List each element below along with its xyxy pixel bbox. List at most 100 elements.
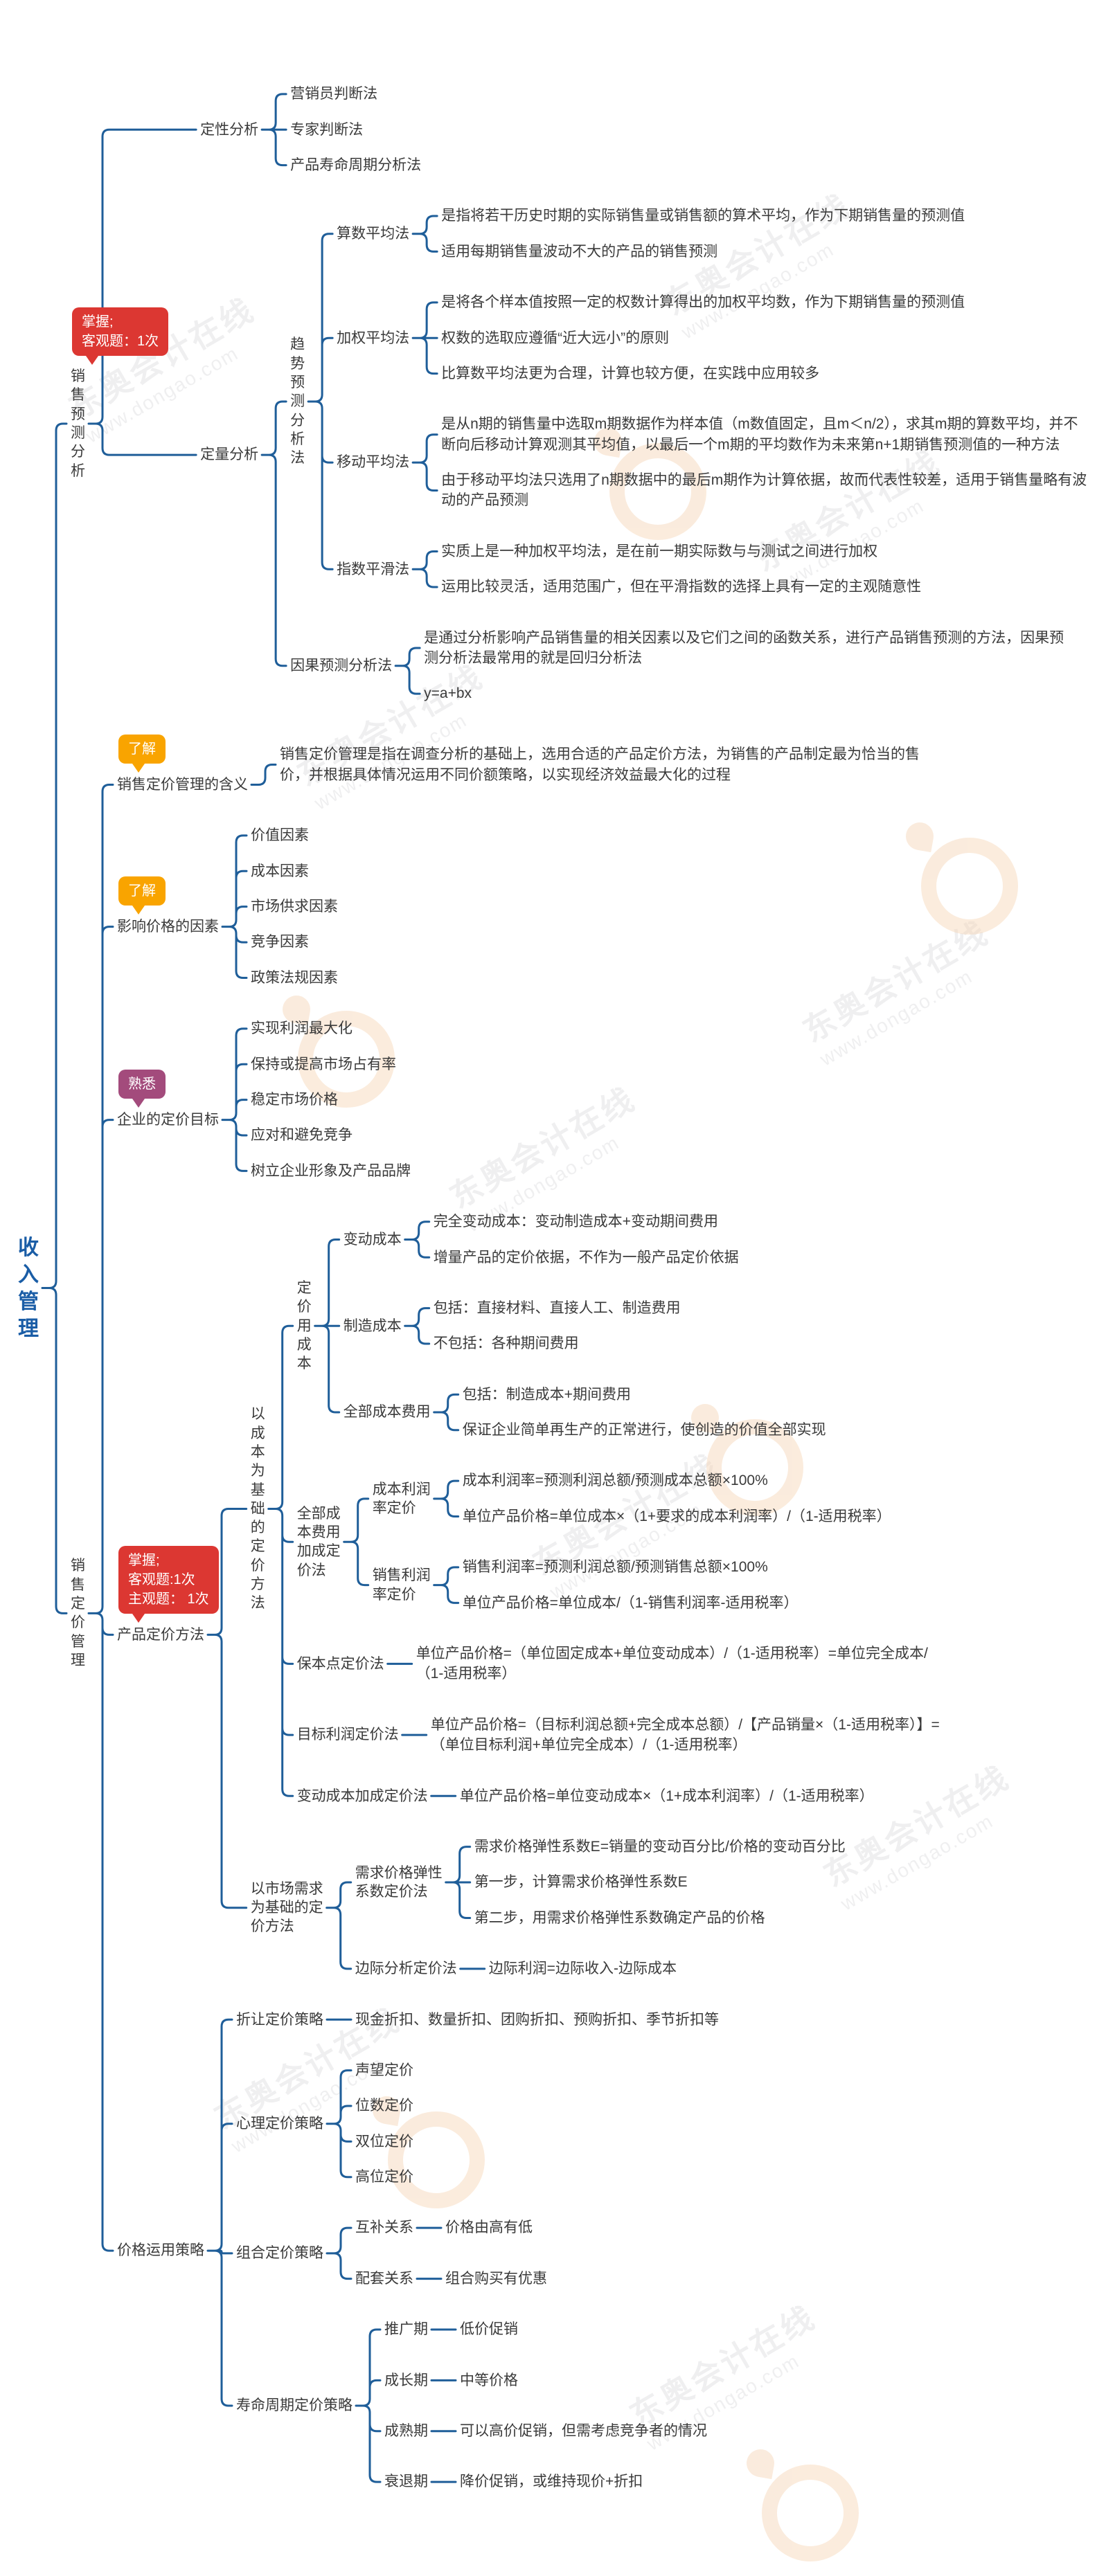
node-price-application-strategies[interactable]: 价格运用策略	[117, 2242, 204, 2259]
node-full-cost-plus-pricing[interactable]: 全部成 本费用 加成定 价法	[296, 1505, 341, 1578]
node-text[interactable]: 成本因素	[251, 863, 309, 879]
node-text[interactable]: 销售利润率=预测利润总额/预测销售总额×100%	[462, 1559, 768, 1576]
node-text[interactable]: 单位产品价格=（单位固定成本+单位变动成本）/（1-适用税率）=单位完全成本/（…	[416, 1646, 928, 1682]
node-arithmetic-average[interactable]: 算数平均法	[337, 226, 410, 242]
node-cost-based-pricing[interactable]: 以 成 本 为 基 础 的 定 价 方 法	[250, 1406, 265, 1612]
node-text[interactable]: 是从n期的销售量中选取m期数据作为样本值（m数值固定，且m＜n/2），求其m期的…	[441, 416, 1078, 453]
node-text[interactable]: 现金折扣、数量折扣、团购折扣、预购折扣、季节折扣等	[355, 2011, 719, 2028]
node-text[interactable]: 价值因素	[251, 827, 309, 844]
node-pricing-cost[interactable]: 定 价 用 成 本	[296, 1280, 312, 1372]
node-text[interactable]: 适用每期销售量波动不大的产品的销售预测	[441, 243, 718, 260]
node-text[interactable]: 增量产品的定价依据，不作为一般产品定价依据	[433, 1249, 739, 1266]
node-text[interactable]: 销售定价管理是指在调查分析的基础上，选用合适的产品定价方法，为销售的产品制定最为…	[280, 746, 920, 783]
node-complementary-relation[interactable]: 互补关系	[355, 2219, 413, 2236]
node-sales-profit-rate-pricing[interactable]: 销售利润 率定价	[372, 1567, 431, 1603]
node-product-pricing-methods[interactable]: 产品定价方法	[117, 1626, 204, 1643]
node-psychological-pricing-strategy[interactable]: 心理定价策略	[236, 2116, 323, 2132]
node-breakeven-pricing[interactable]: 保本点定价法	[296, 1655, 384, 1672]
node-text[interactable]: 保证企业简单再生产的正常进行，使创造的价值全部实现	[462, 1422, 826, 1439]
node-exponential-smoothing[interactable]: 指数平滑法	[337, 561, 410, 577]
node-marginal-analysis-pricing[interactable]: 边际分析定价法	[355, 1961, 457, 1977]
node-text[interactable]: 不包括：各种期间费用	[433, 1335, 579, 1352]
sales-forecast-analysis-priority-badge: 掌握; 客观题：1次	[72, 307, 169, 366]
node-text[interactable]: 实现利润最大化	[251, 1020, 353, 1037]
node-text[interactable]: 权数的选取应遵循“近大远小”的原则	[441, 330, 670, 346]
node-text[interactable]: 单位产品价格=单位成本×（1+要求的成本利润率）/（1-适用税率）	[462, 1508, 891, 1524]
node-text[interactable]: 由于移动平均法只选用了n期数据中的最后m期作为计算依据，故而代表性较差，适用于销…	[441, 472, 1087, 509]
node-decline-period[interactable]: 衰退期	[384, 2474, 428, 2490]
node-variable-cost[interactable]: 变动成本	[343, 1231, 402, 1248]
node-text[interactable]: 稳定市场价格	[251, 1091, 338, 1108]
node-text[interactable]: 高位定价	[355, 2169, 413, 2186]
badge-label: 熟悉	[128, 1076, 156, 1092]
node-bundle-relation[interactable]: 配套关系	[355, 2270, 413, 2287]
node-total-cost-expense[interactable]: 全部成本费用	[343, 1404, 431, 1421]
node-text[interactable]: 第一步，计算需求价格弹性系数E	[474, 1874, 688, 1891]
node-combination-pricing-strategy[interactable]: 组合定价策略	[236, 2245, 323, 2262]
node-text[interactable]: 声望定价	[355, 2062, 413, 2078]
pricing-management-meaning-priority-badge: 了解	[118, 734, 166, 773]
node-discount-pricing-strategy[interactable]: 折让定价策略	[236, 2011, 323, 2028]
node-qualitative-analysis[interactable]: 定性分析	[200, 121, 259, 138]
node-text[interactable]: 价格由高有低	[445, 2219, 533, 2236]
node-maturity-period[interactable]: 成熟期	[384, 2423, 428, 2440]
node-text[interactable]: 保持或提高市场占有率	[251, 1056, 396, 1072]
node-text[interactable]: 位数定价	[355, 2098, 413, 2114]
node-demand-based-pricing[interactable]: 以市场需求 为基础的定 价方法	[250, 1880, 323, 1935]
mindmap-tree: 收 入 管 理 掌握; 客观题：1次销 售 预 测 分 析 定性分析 营销员判断法专家…	[18, 84, 1092, 2492]
node-text[interactable]: 实质上是一种加权平均法，是在前一期实际数与与测试之间进行加权	[441, 543, 878, 559]
node-variable-cost-plus-pricing[interactable]: 变动成本加成定价法	[296, 1787, 428, 1804]
node-text[interactable]: 包括：直接材料、直接人工、制造费用	[433, 1299, 681, 1316]
pricing-objectives-priority-badge: 熟悉	[118, 1069, 166, 1108]
node-weighted-average[interactable]: 加权平均法	[337, 330, 410, 346]
node-text[interactable]: 是指将若干历史时期的实际销售量或销售额的算术平均，作为下期销售量的预测值	[441, 208, 965, 224]
node-text[interactable]: 成本利润率=预测利润总额/预测成本总额×100%	[462, 1472, 768, 1489]
node-text[interactable]: 应对和避免竞争	[251, 1127, 353, 1144]
node-text[interactable]: 降价促销，或维持现价+折扣	[460, 2474, 643, 2490]
node-text[interactable]: 第二步，用需求价格弹性系数确定产品的价格	[474, 1909, 765, 1926]
node-text[interactable]: 产品寿命周期分析法	[290, 156, 422, 173]
node-text[interactable]: 政策法规因素	[251, 969, 338, 986]
node-text[interactable]: 专家判断法	[290, 121, 364, 138]
node-sales-pricing-management[interactable]: 销 售 定 价 管 理	[71, 1558, 85, 1668]
node-text[interactable]: 包括：制造成本+期间费用	[462, 1386, 631, 1403]
node-text[interactable]: 需求价格弹性系数E=销量的变动百分比/价格的变动百分比	[474, 1838, 846, 1855]
node-text[interactable]: 边际利润=边际收入-边际成本	[488, 1961, 677, 1977]
node-text[interactable]: 中等价格	[460, 2372, 518, 2388]
node-target-profit-pricing[interactable]: 目标利润定价法	[296, 1727, 399, 1743]
node-promotion-period[interactable]: 推广期	[384, 2321, 428, 2338]
price-influencing-factors-priority-badge: 了解	[118, 876, 166, 915]
node-sales-forecast-analysis[interactable]: 销 售 预 测 分 析	[71, 368, 85, 479]
node-text[interactable]: 双位定价	[355, 2133, 413, 2150]
node-text[interactable]: y=a+bx	[424, 685, 472, 702]
node-manufacturing-cost[interactable]: 制造成本	[343, 1317, 402, 1334]
node-text[interactable]: 低价促销	[460, 2321, 518, 2338]
node-text[interactable]: 单位产品价格=（目标利润总额+完全成本总额）/【产品销量×（1-适用税率）】=（…	[430, 1716, 940, 1754]
node-text[interactable]: 树立企业形象及产品品牌	[251, 1162, 411, 1179]
node-trend-forecast-analysis[interactable]: 趋 势 预 测 分 析 法	[290, 336, 305, 467]
node-text[interactable]: 是通过分析影响产品销售量的相关因素以及它们之间的函数关系，进行产品销售预测的方法…	[424, 629, 1064, 667]
node-text[interactable]: 可以高价促销，但需考虑竞争者的情况	[460, 2423, 707, 2440]
badge-label: 了解	[128, 741, 156, 757]
node-text[interactable]: 比算数平均法更为合理，计算也较方便，在实践中应用较多	[441, 365, 820, 381]
node-text[interactable]: 组合购买有优惠	[445, 2270, 547, 2287]
node-lifecycle-pricing-strategy[interactable]: 寿命周期定价策略	[236, 2397, 353, 2414]
node-text[interactable]: 单位产品价格=单位变动成本×（1+成本利润率）/（1-适用税率）	[459, 1787, 874, 1804]
node-price-elasticity-pricing[interactable]: 需求价格弹性 系数定价法	[355, 1864, 443, 1900]
node-text[interactable]: 营销员判断法	[290, 86, 378, 102]
node-growth-period[interactable]: 成长期	[384, 2372, 428, 2388]
badge-label: 掌握; 客观题:1次 主观题： 1次	[128, 1552, 209, 1607]
node-text[interactable]: 竞争因素	[251, 934, 309, 951]
node-moving-average[interactable]: 移动平均法	[337, 454, 410, 471]
node-text[interactable]: 单位产品价格=单位成本/（1-销售利润率-适用税率）	[462, 1594, 799, 1611]
node-text[interactable]: 市场供求因素	[251, 898, 338, 915]
node-cost-profit-rate-pricing[interactable]: 成本利润 率定价	[372, 1481, 431, 1516]
node-text[interactable]: 完全变动成本：变动制造成本+变动期间费用	[433, 1214, 718, 1230]
node-text[interactable]: 是将各个样本值按照一定的权数计算得出的加权平均数，作为下期销售量的预测值	[441, 294, 965, 311]
node-root[interactable]: 收 入 管 理	[18, 1236, 39, 1340]
node-causal-forecast-analysis[interactable]: 因果预测分析法	[290, 658, 393, 674]
badge-label: 了解	[128, 883, 156, 899]
node-text[interactable]: 运用比较灵活，适用范围广，但在平滑指数的选择上具有一定的主观随意性	[441, 579, 922, 595]
node-quantitative-analysis[interactable]: 定量分析	[200, 447, 259, 463]
